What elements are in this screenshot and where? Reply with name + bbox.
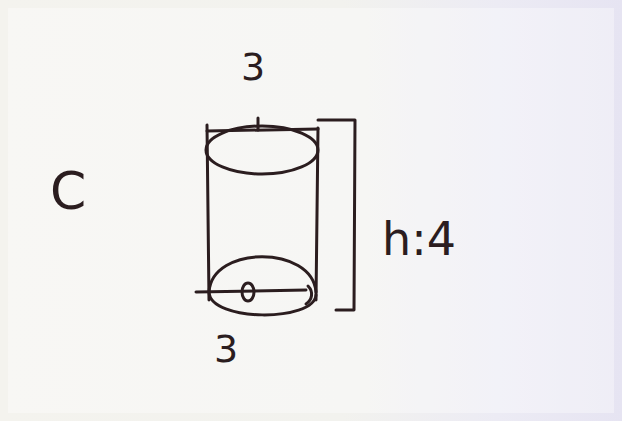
diameter-label: 3 [214, 330, 238, 368]
bottom-diameter [196, 290, 306, 292]
paper-sheet [8, 8, 614, 413]
bottom-ellipse [209, 257, 316, 292]
cylinder-wall [207, 125, 209, 300]
height-bracket [318, 120, 355, 310]
diameter-tick [257, 118, 260, 130]
top-ellipse [206, 126, 318, 174]
top-diameter [207, 129, 318, 131]
shape-letter: C [50, 165, 86, 217]
height-label: h:4 [382, 216, 456, 262]
angle-arc [306, 286, 312, 304]
cylinder-wall [316, 128, 318, 300]
bottom-ellipse [209, 292, 316, 315]
center-mark [242, 283, 254, 301]
diameter-label: 3 [241, 48, 265, 86]
